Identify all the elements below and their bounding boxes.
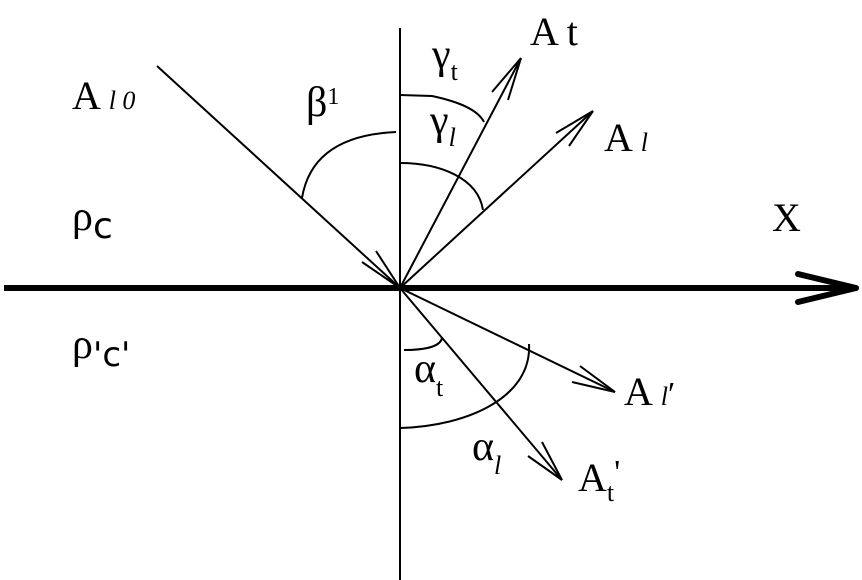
- x-axis-arrowhead: [795, 271, 859, 305]
- alpha-l-symbol: α: [472, 424, 495, 470]
- refracted-transverse-prime: ': [614, 454, 621, 491]
- gamma-t-sub: t: [450, 57, 458, 86]
- alpha-t-angle-arc: [403, 337, 443, 351]
- alpha-t-sub: t: [436, 373, 444, 402]
- label-lower-medium: ρ'c': [72, 324, 130, 372]
- gamma-l-sub: l: [448, 123, 456, 152]
- reflected-transverse-ray: [399, 57, 522, 289]
- lower-medium-sub: 'c': [92, 335, 131, 375]
- label-gamma-l: γl: [430, 100, 456, 151]
- gamma-l-symbol: γ: [430, 98, 449, 144]
- label-alpha-t: αt: [414, 348, 443, 401]
- beta-sup: 1: [327, 84, 340, 110]
- reflected-transverse-arrowhead: [491, 57, 522, 101]
- incident-ray-arrowhead: [361, 250, 401, 289]
- incident-wave-base: A: [72, 73, 99, 118]
- refracted-transverse-sub: t: [606, 478, 615, 507]
- refracted-longitudinal-prime: ′: [667, 376, 676, 413]
- refracted-longitudinal-base: A: [624, 369, 651, 414]
- refracted-transverse-ray: [399, 287, 563, 481]
- reflected-longitudinal-base: A: [604, 115, 631, 160]
- reflected-transverse-base: A: [530, 9, 557, 54]
- label-reflected-transverse: A t: [530, 12, 578, 52]
- gamma-t-angle-arc: [399, 94, 485, 123]
- reflected-longitudinal-arrowhead: [555, 110, 594, 147]
- lower-rho: ρ: [72, 322, 93, 368]
- label-x-axis: X: [772, 198, 801, 238]
- reflected-transverse-sub: t: [566, 9, 578, 54]
- label-upper-medium: ρc: [72, 196, 113, 245]
- refracted-longitudinal-ray: [399, 287, 616, 393]
- label-incident-wave: A l 0: [72, 76, 135, 116]
- x-axis-label: X: [772, 195, 801, 240]
- incident-wave-sub: l 0: [108, 86, 136, 115]
- alpha-l-sub: l: [494, 451, 502, 480]
- refracted-transverse-arrowhead: [527, 441, 563, 481]
- label-beta-angle: β1: [306, 82, 339, 124]
- reflected-longitudinal-ray: [399, 110, 594, 289]
- label-alpha-l: αl: [472, 426, 501, 479]
- alpha-l-angle-arc: [399, 343, 531, 429]
- label-refracted-transverse: At': [578, 456, 620, 506]
- label-refracted-longitudinal: A l′: [624, 372, 675, 412]
- refracted-longitudinal-arrowhead: [571, 365, 616, 393]
- upper-medium-sub: c: [92, 206, 113, 247]
- reflected-longitudinal-sub: l: [640, 128, 648, 157]
- label-reflected-longitudinal: A l: [604, 118, 648, 158]
- beta-symbol: β: [306, 80, 328, 126]
- incident-ray: [156, 65, 401, 289]
- refracted-longitudinal-sub: l: [660, 382, 668, 411]
- gamma-l-angle-arc: [399, 162, 484, 211]
- alpha-t-symbol: α: [414, 346, 437, 392]
- label-gamma-t: γt: [432, 34, 458, 85]
- beta-angle-arc: [301, 131, 397, 199]
- upper-rho: ρ: [72, 194, 93, 240]
- gamma-t-symbol: γ: [432, 32, 451, 78]
- refracted-transverse-base: A: [578, 455, 607, 500]
